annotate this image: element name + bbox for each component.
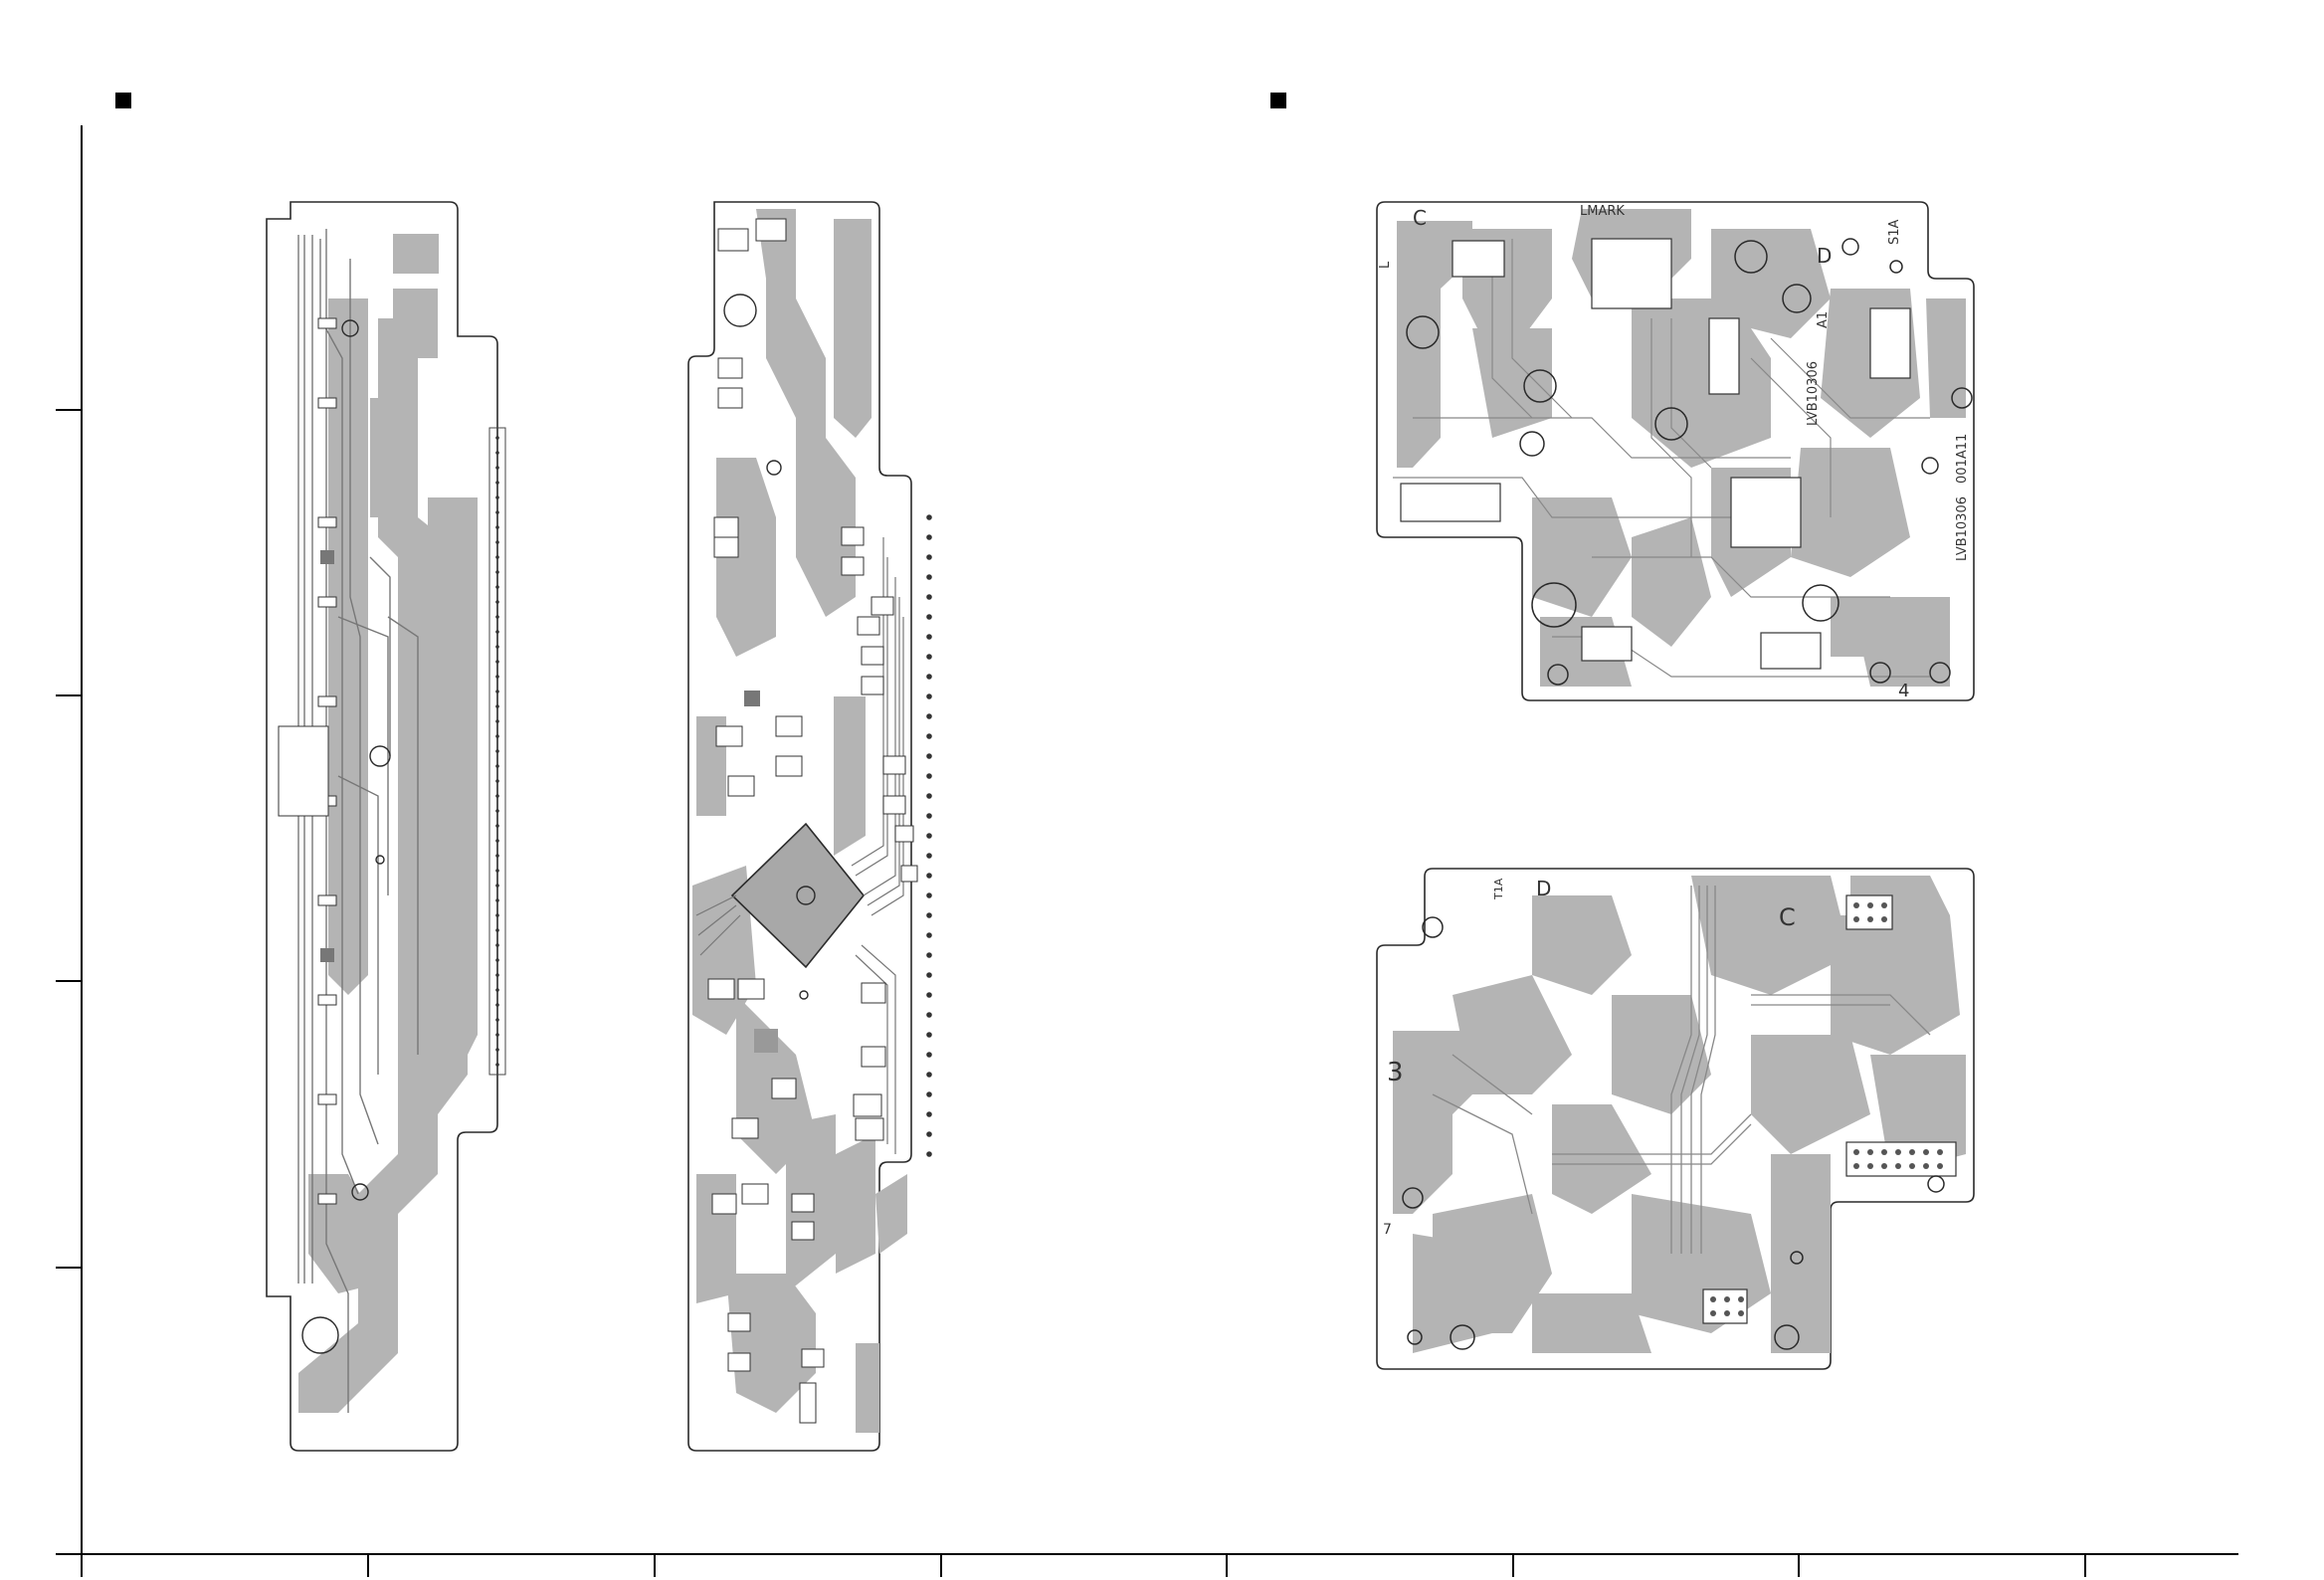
silk-lmark: LMARK	[1580, 204, 1625, 219]
silk-bottom-3: 3	[1387, 1058, 1404, 1087]
board-mid-edge-pins	[926, 514, 932, 1157]
board-left-narrow	[267, 202, 505, 1451]
silk-l: L	[1378, 261, 1393, 269]
silk-part-code-1: LVB10306	[1806, 361, 1821, 426]
board-mid-chip-2	[754, 1029, 778, 1053]
silk-a1: A1	[1816, 311, 1831, 328]
board-main-top: LMARK LVB10306 LVB10306 001A11 S1A A1 C …	[1377, 202, 1974, 701]
board-left-chip-1	[320, 550, 334, 564]
silk-4: 4	[1898, 681, 1909, 701]
silk-bottom-c: C	[1779, 903, 1796, 931]
silk-c: C	[1413, 206, 1427, 230]
board-mid-chip-1	[744, 691, 760, 706]
silk-part-code-2: LVB10306	[1955, 496, 1970, 561]
silk-s1a: S1A	[1887, 219, 1902, 245]
silk-t1a: T1A	[1492, 878, 1505, 900]
silk-d: D	[1817, 244, 1832, 268]
board-left-chip-2	[320, 948, 334, 962]
silk-board-rev: 001A11	[1955, 434, 1970, 484]
silk-bottom-d: D	[1536, 877, 1551, 900]
board-main-bottom: C D T1A 3 7	[1377, 869, 1974, 1369]
board-mid-narrow	[688, 202, 932, 1451]
silk-bottom-7: 7	[1383, 1222, 1392, 1238]
